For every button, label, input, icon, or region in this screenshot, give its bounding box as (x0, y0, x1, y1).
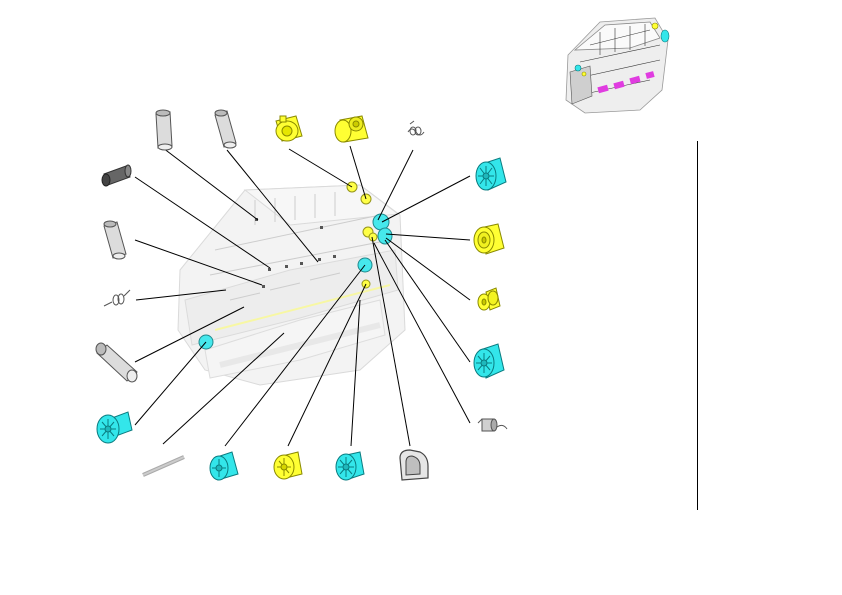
part-cyan-roller-4 (473, 343, 505, 379)
part-yellow-gear-2 (273, 451, 303, 480)
part-yellow-roller (473, 223, 505, 255)
part-yellow-gear-1 (275, 115, 303, 142)
part-grey-tube-3 (101, 164, 132, 187)
leader-lines (134, 145, 471, 447)
part-grey-tube-4 (103, 220, 127, 260)
printer-assembly-thumbnail (565, 17, 670, 114)
part-spring-3 (477, 418, 508, 432)
part-spring-2 (103, 289, 131, 307)
part-grey-tube-1 (155, 109, 173, 151)
part-yellow-bushing-1 (334, 115, 369, 143)
part-cyan-gear-1 (96, 411, 133, 444)
part-grey-tube-2 (214, 109, 237, 149)
part-spring-1 (407, 120, 425, 136)
part-grey-tube-5 (95, 342, 138, 383)
part-cyan-roller-3 (475, 157, 507, 191)
part-yellow-bushing-2 (477, 287, 501, 311)
part-grey-bracket (399, 449, 429, 481)
part-cyan-roller-2 (335, 451, 365, 481)
vertical-divider (697, 141, 698, 510)
part-cyan-roller-1 (209, 451, 239, 481)
machine-assembly (177, 181, 406, 386)
part-grey-pin (142, 455, 185, 477)
